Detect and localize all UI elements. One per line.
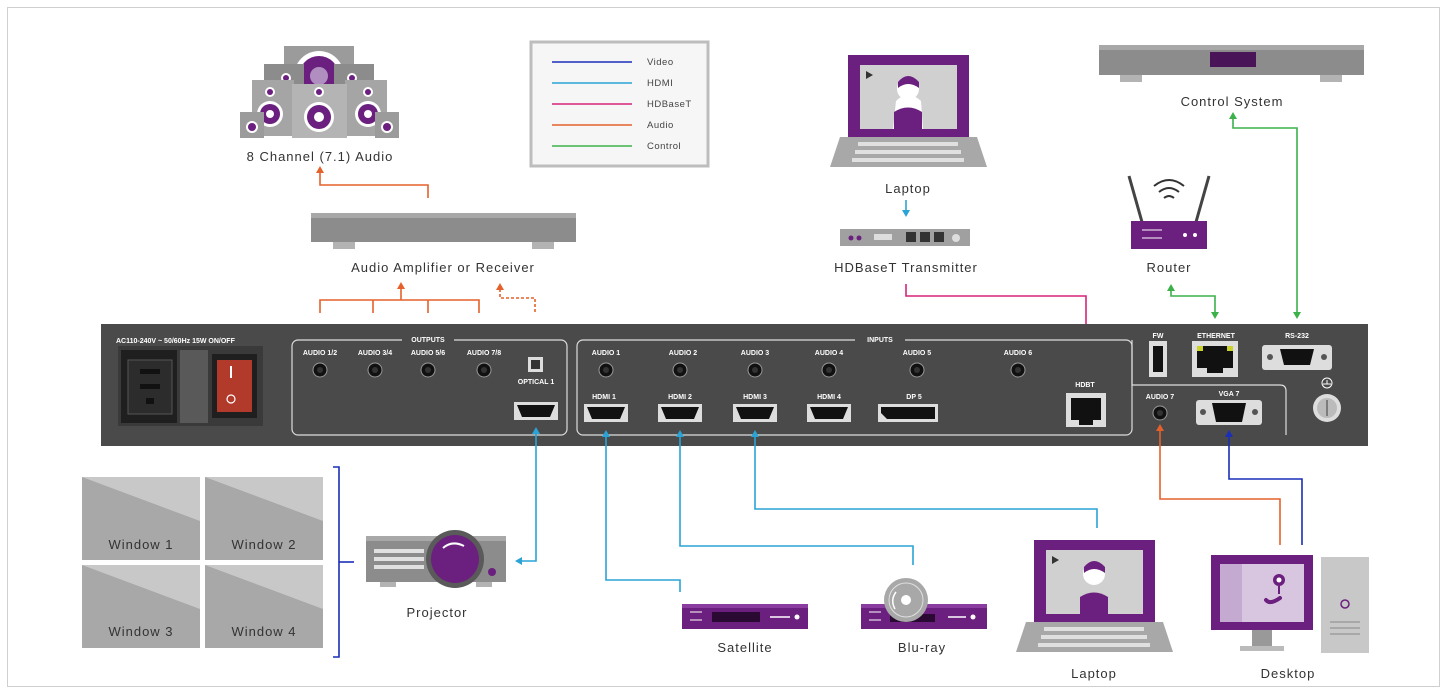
out-audio-5-6-label: AUDIO 5/6 <box>411 350 445 357</box>
out-audio-3-4-label: AUDIO 3/4 <box>358 350 392 357</box>
in-audio-6-label: AUDIO 6 <box>1004 350 1033 357</box>
desktop-icon <box>1211 555 1369 653</box>
bluray-label: Blu-ray <box>898 640 946 655</box>
hdmi-line-satellite <box>605 436 681 592</box>
desktop-label: Desktop <box>1261 666 1316 681</box>
in-audio-1-label: AUDIO 1 <box>592 350 621 357</box>
out-audio-7-8-label: AUDIO 7/8 <box>467 350 501 357</box>
laptop-top-label: Laptop <box>885 181 931 196</box>
amplifier-label: Audio Amplifier or Receiver <box>351 260 535 275</box>
inputs-label: INPUTS <box>867 337 893 344</box>
hdmi-3-label: HDMI 3 <box>743 394 767 401</box>
legend-label-video: Video <box>647 57 674 68</box>
ethernet-label: ETHERNET <box>1197 333 1235 340</box>
in-audio-4-label: AUDIO 4 <box>815 350 844 357</box>
laptop-bottom-label: Laptop <box>1071 666 1117 681</box>
legend-label-control: Control <box>647 141 681 152</box>
router-label: Router <box>1146 260 1191 275</box>
in-audio-2-label: AUDIO 2 <box>669 350 698 357</box>
window-2-label: Window 2 <box>231 537 296 552</box>
hdmi-line-laptop <box>754 436 1098 528</box>
hdmi-line-bluray <box>679 436 914 565</box>
fw-label: FW <box>1153 333 1164 340</box>
ethernet-port <box>1192 341 1238 377</box>
dp-5-label: DP 5 <box>906 394 922 401</box>
rs232-label: RS-232 <box>1285 333 1309 340</box>
control-line-ethernet <box>1170 290 1216 313</box>
optical-dashed-line <box>499 289 536 312</box>
in-audio-5-label: AUDIO 5 <box>903 350 932 357</box>
legend-label-hdbaset: HDBaseT <box>647 99 692 110</box>
control-line-rs232 <box>1232 118 1298 313</box>
vga7-label: VGA 7 <box>1219 391 1240 398</box>
router-icon <box>1127 175 1211 249</box>
hdmi-line-projector <box>520 429 537 562</box>
out-hdmi-port <box>514 402 558 420</box>
audio-line-amp-outputs <box>319 299 480 313</box>
bluray-icon <box>861 578 987 629</box>
satellite-label: Satellite <box>717 640 772 655</box>
switcher-rear-panel: AC110-240V ~ 50/60Hz 15W ON/OFF OUTPUTS … <box>101 324 1368 446</box>
audio-line-desktop <box>1159 430 1281 545</box>
video-wall: Window 1 Window 2 Window 3 Window 4 <box>82 466 354 658</box>
satellite-icon <box>682 604 808 629</box>
optical-label: OPTICAL 1 <box>518 379 555 386</box>
out-audio-jacks <box>312 362 492 378</box>
ground-icon <box>1313 377 1341 422</box>
laptop-top-icon <box>830 55 987 167</box>
video-line-desktop <box>1228 436 1303 545</box>
in-audio-jacks <box>598 362 1026 378</box>
hdmi-1-label: HDMI 1 <box>592 394 616 401</box>
power-label: AC110-240V ~ 50/60Hz 15W ON/OFF <box>116 338 236 345</box>
legend-label-hdmi: HDMI <box>647 78 673 89</box>
hdbt-transmitter-label: HDBaseT Transmitter <box>834 260 978 275</box>
fw-usb-port <box>1149 341 1167 377</box>
window-4-label: Window 4 <box>231 624 296 639</box>
in-hdmi-ports <box>584 404 938 422</box>
control-system-label: Control System <box>1181 94 1284 109</box>
outputs-label: OUTPUTS <box>411 337 445 344</box>
control-system-icon <box>1099 45 1364 82</box>
legend-label-audio: Audio <box>647 120 674 131</box>
audio-8ch-label: 8 Channel (7.1) Audio <box>247 149 394 164</box>
in-audio-3-label: AUDIO 3 <box>741 350 770 357</box>
speakers-icon <box>240 46 399 138</box>
amplifier-icon <box>311 213 576 249</box>
vga7-port <box>1196 400 1262 425</box>
hdbt-port <box>1066 393 1106 427</box>
window-3-label: Window 3 <box>108 624 173 639</box>
projector-label: Projector <box>406 605 467 620</box>
legend: Video HDMI HDBaseT Audio Control <box>529 40 710 168</box>
window-1-label: Window 1 <box>108 537 173 552</box>
audio-line-speakers <box>319 172 429 198</box>
hdbt-transmitter-icon <box>840 229 970 246</box>
diagram-frame <box>7 7 1440 687</box>
hdmi-2-label: HDMI 2 <box>668 394 692 401</box>
out-audio-1-2-label: AUDIO 1/2 <box>303 350 337 357</box>
projector-icon <box>366 530 506 588</box>
hdmi-4-label: HDMI 4 <box>817 394 841 401</box>
audio7-label: AUDIO 7 <box>1146 394 1175 401</box>
laptop-bottom-icon <box>1016 540 1173 652</box>
bottom-connections <box>515 424 1303 592</box>
hdbt-label: HDBT <box>1075 382 1095 389</box>
rs232-port <box>1262 345 1332 370</box>
